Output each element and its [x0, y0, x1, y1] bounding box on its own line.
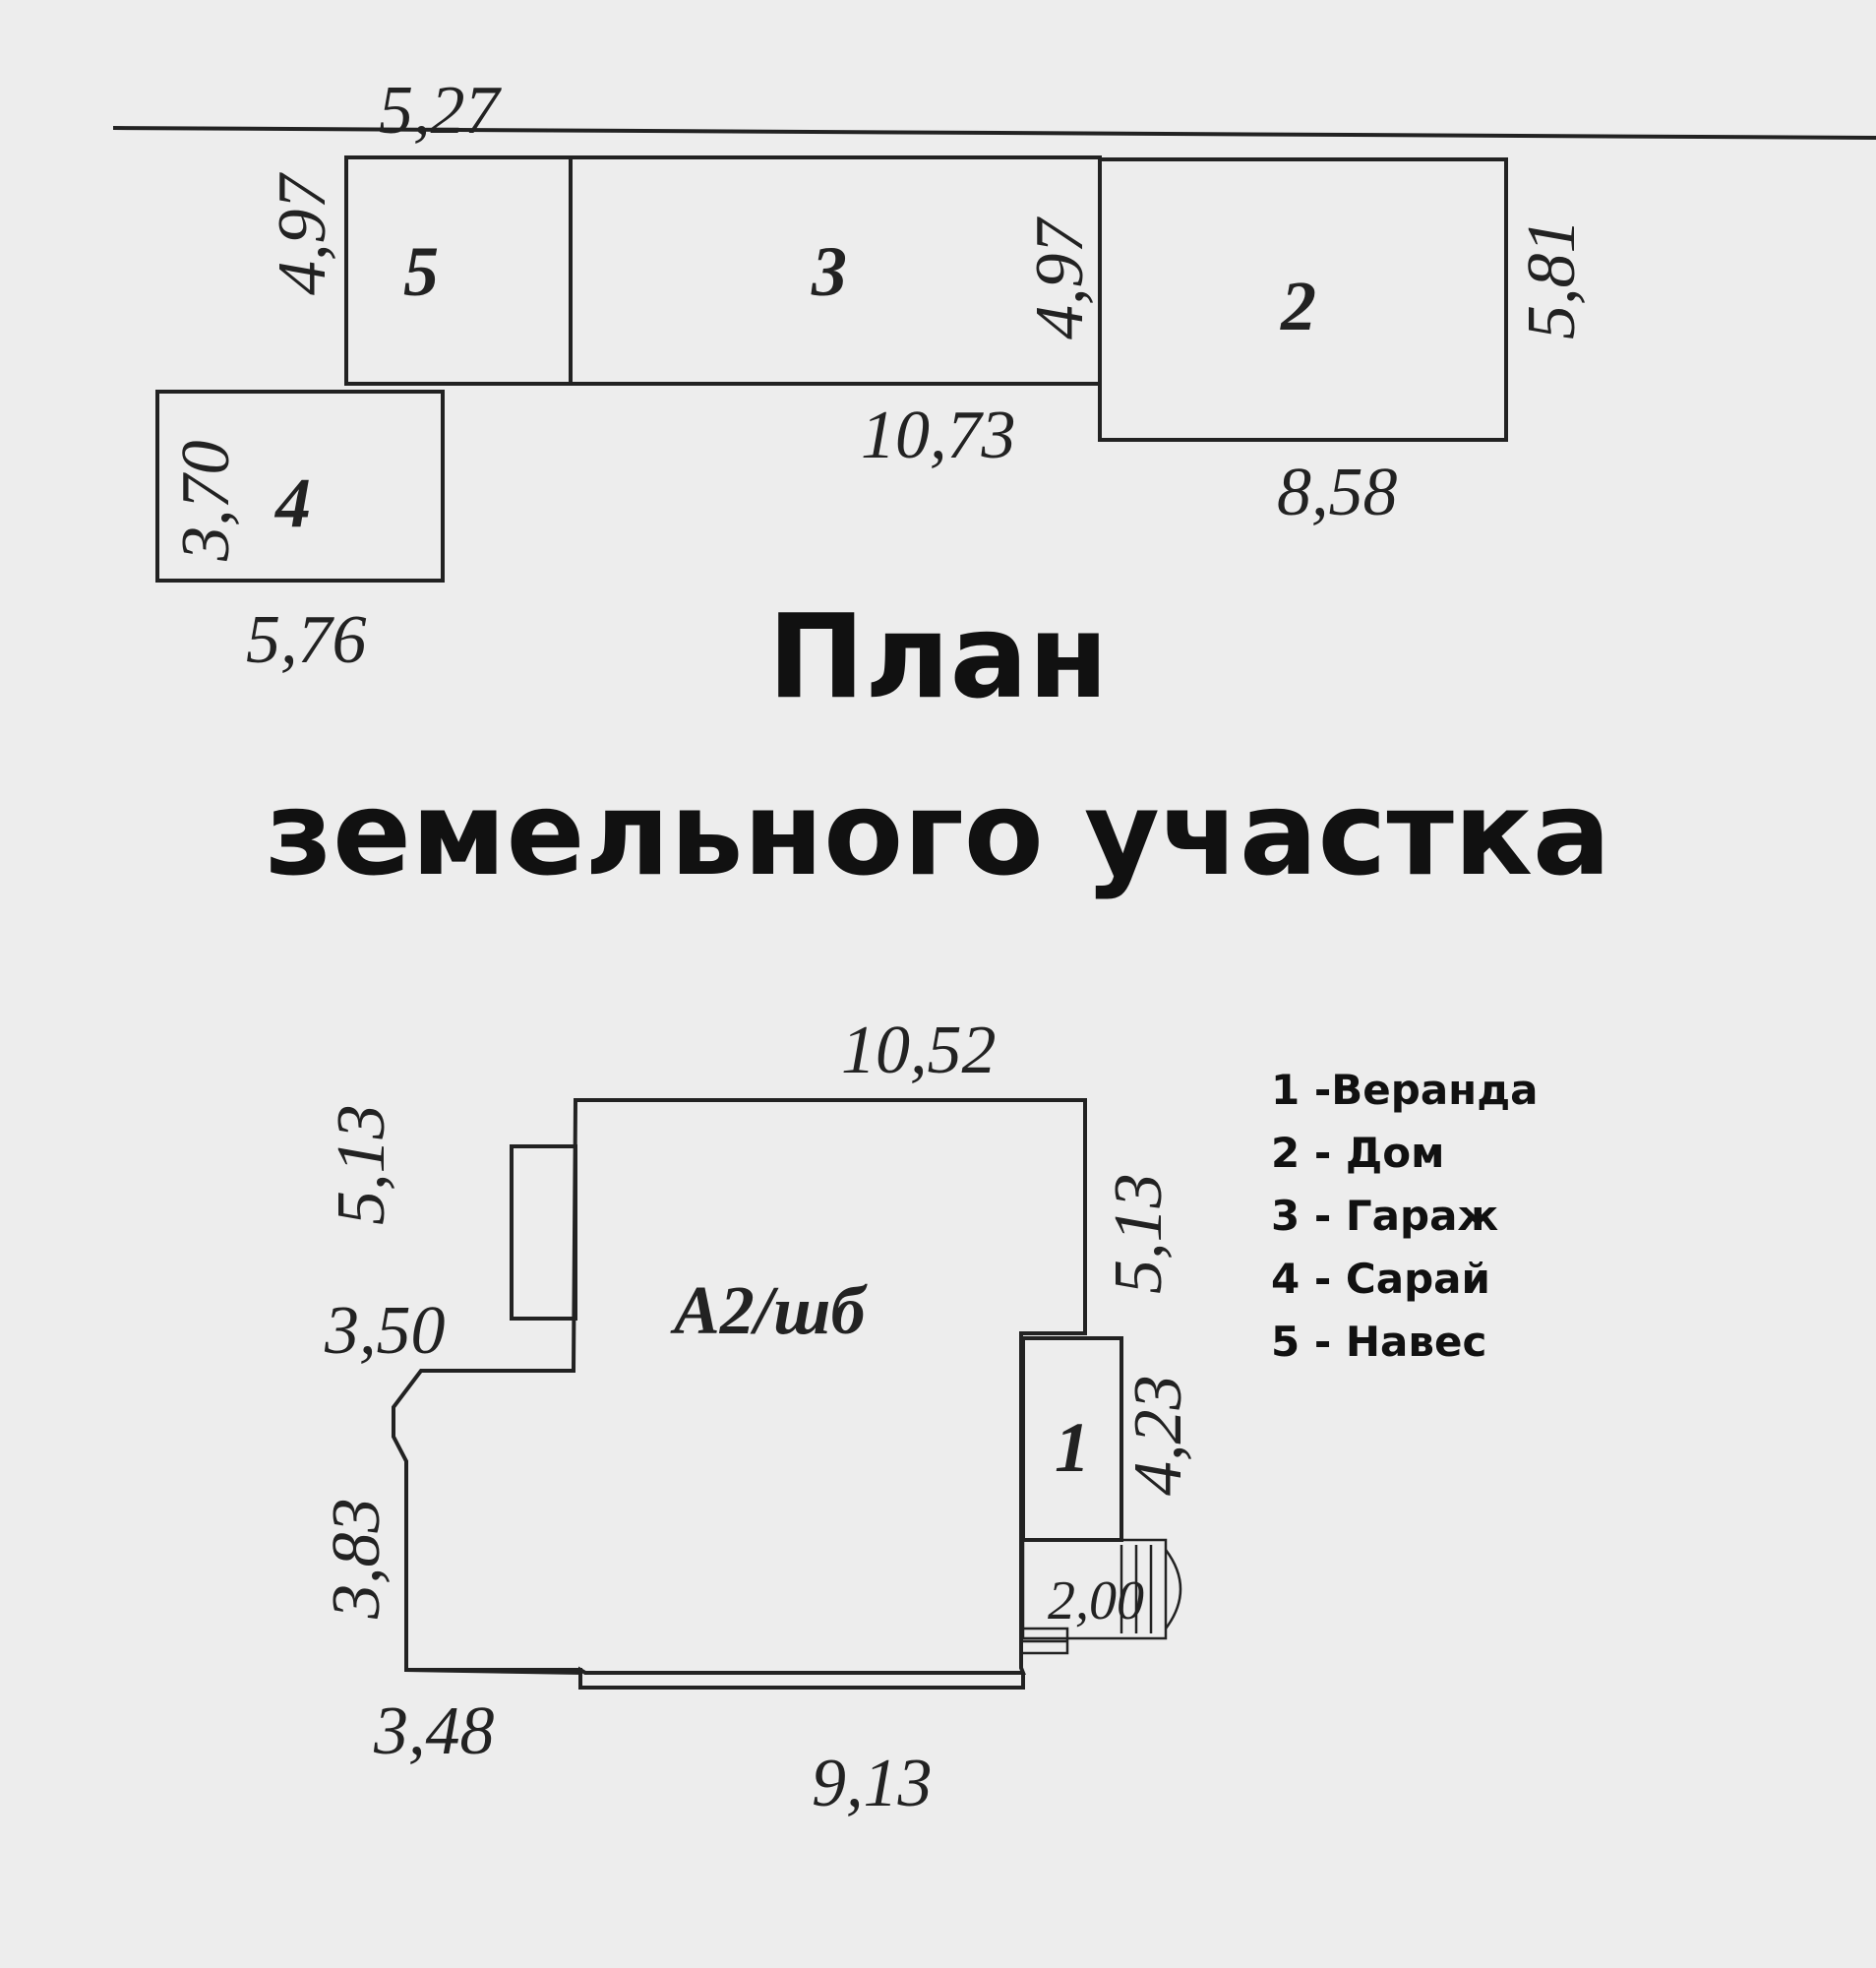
- dim-porch: 2,00: [1048, 1570, 1144, 1631]
- dim-bottom-4: 5,76: [246, 602, 367, 678]
- legend-item: 4 - Сарай: [1271, 1255, 1490, 1303]
- dim-house-left-upper: 5,13: [324, 1105, 399, 1226]
- dim-house-top: 10,52: [841, 1013, 997, 1088]
- building-4-shed: [155, 390, 445, 583]
- legend-item: 5 - Навес: [1271, 1318, 1487, 1366]
- dim-house-bottom-left: 3,48: [373, 1693, 495, 1769]
- legend: 1 -Веранда 2 - Дом 3 - Гараж 4 - Сарай 5…: [1271, 1059, 1538, 1374]
- entry-steps: [1023, 1627, 1069, 1655]
- room-3-number: 3: [811, 232, 847, 311]
- dim-bottom-2: 8,58: [1277, 455, 1398, 530]
- chimney-box: [510, 1144, 577, 1321]
- dim-bottom-3: 10,73: [861, 398, 1016, 473]
- dim-left-height-5: 4,97: [265, 172, 340, 296]
- house-label: А2/шб: [670, 1273, 868, 1349]
- house-outline: [392, 1098, 1087, 1676]
- legend-item: 2 - Дом: [1271, 1129, 1445, 1177]
- boundary-line: [112, 126, 1876, 140]
- porch: [1021, 1538, 1168, 1640]
- legend-item: 3 - Гараж: [1271, 1192, 1499, 1240]
- building-2-house: [1098, 157, 1508, 442]
- page-title-line2: земельного участка: [265, 766, 1611, 901]
- dim-house-left-lower: 3,83: [319, 1499, 394, 1621]
- veranda-number: 1: [1055, 1408, 1090, 1487]
- room-5-number: 5: [403, 232, 439, 311]
- dim-house-right-upper: 5,13: [1101, 1174, 1177, 1295]
- dim-house-left-step: 3,50: [324, 1293, 446, 1369]
- page-title-line1: План: [767, 588, 1109, 724]
- room-2-number: 2: [1280, 267, 1316, 345]
- dim-top-boundary: 5,27: [379, 73, 503, 149]
- room-4-number: 4: [273, 463, 311, 542]
- dim-right-height-2: 5,81: [1514, 219, 1590, 340]
- house-bottom-step: [406, 1668, 1025, 1690]
- dim-house-right-veranda: 4,23: [1120, 1376, 1196, 1497]
- dim-height-4: 3,70: [168, 441, 244, 563]
- legend-item: 1 -Веранда: [1271, 1066, 1539, 1114]
- dim-height-3: 4,97: [1022, 216, 1098, 340]
- building-5-naves: [344, 155, 573, 386]
- porch-steps: [1120, 1545, 1182, 1633]
- dim-house-bottom: 9,13: [812, 1746, 933, 1821]
